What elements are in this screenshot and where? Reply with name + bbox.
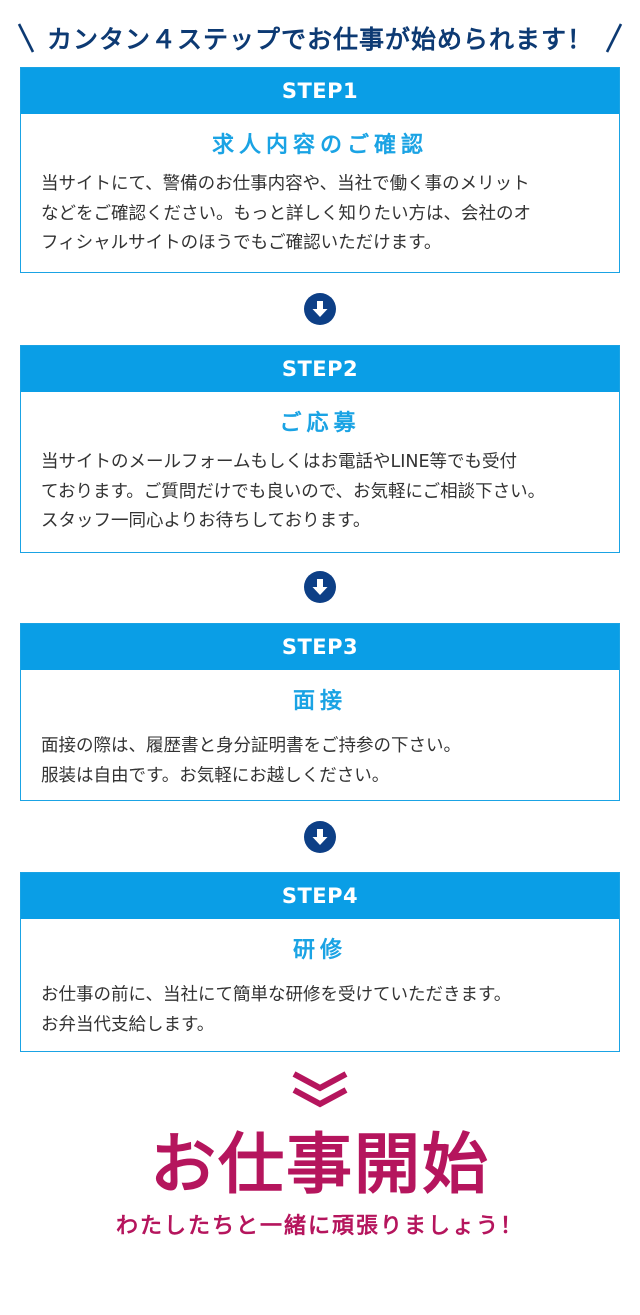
- step-label: STEP3: [21, 624, 619, 670]
- job-start-title: お仕事開始: [150, 1126, 490, 1203]
- step-card-4: STEP4 研修 お仕事の前に、当社にて簡単な研修を受けていただきます。 お弁当…: [20, 872, 620, 1052]
- job-start-subtitle: わたしたちと一緒に頑張りましょう！: [115, 1214, 524, 1239]
- description-line: 面接の際は、履歴書と身分証明書をご持参の下さい。: [41, 736, 461, 756]
- headline: カンタン４ステップでお仕事が始められます！: [0, 18, 640, 58]
- step-card-3: STEP3 面接 面接の際は、履歴書と身分証明書をご持参の下さい。 服装は自由で…: [20, 623, 620, 801]
- step-card-1: STEP1 求人内容のご確認 当サイトにて、警備のお仕事内容や、当社で働く事のメ…: [20, 67, 620, 273]
- description-line: 服装は自由です。お気軽にお越しください。: [41, 765, 390, 786]
- description-line: お弁当代支給します。: [41, 1014, 215, 1035]
- description-line: フィシャルサイトのほうでもご確認いただけます。: [41, 233, 442, 253]
- description-line: 当サイトのメールフォームもしくはお電話やLINE等でも受付: [41, 452, 518, 472]
- step-title: 求人内容のご確認: [211, 133, 428, 158]
- description-line: お仕事の前に、当社にて簡単な研修を受けていただきます。: [41, 985, 512, 1005]
- description-line: ております。ご質問だけでも良いので、お気軽にご相談下さい。: [41, 481, 546, 502]
- double-chevron-down-icon: [290, 1070, 350, 1110]
- headline-text: カンタン４ステップでお仕事が始められます！: [46, 25, 593, 54]
- step-description: 面接の際は、履歴書と身分証明書をご持参の下さい。 服装は自由です。お気軽にお越し…: [41, 732, 599, 791]
- description-line: スタッフ一同心よりお待ちしております。: [41, 511, 371, 531]
- step-label: STEP2: [21, 346, 619, 392]
- step-title: 研修: [292, 938, 347, 963]
- step-description: お仕事の前に、当社にて簡単な研修を受けていただきます。 お弁当代支給します。: [41, 981, 599, 1040]
- step-description: 当サイトのメールフォームもしくはお電話やLINE等でも受付 ております。ご質問だ…: [41, 448, 599, 537]
- step-title: 面接: [292, 689, 347, 714]
- step-description: 当サイトにて、警備のお仕事内容や、当社で働く事のメリット などをご確認ください。…: [41, 170, 599, 259]
- step-title: ご応募: [279, 411, 361, 436]
- description-line: などをご確認ください。もっと詳しく知りたい方は、会社のオ: [41, 203, 531, 224]
- down-arrow-circle-icon: [304, 571, 336, 603]
- down-arrow-circle-icon: [304, 293, 336, 325]
- step-label: STEP4: [21, 873, 619, 919]
- step-label: STEP1: [21, 68, 619, 114]
- down-arrow-circle-icon: [304, 821, 336, 853]
- backslash-decoration-icon: [17, 23, 35, 53]
- step-card-2: STEP2 ご応募 当サイトのメールフォームもしくはお電話やLINE等でも受付 …: [20, 345, 620, 553]
- slash-decoration-icon: [605, 23, 623, 53]
- description-line: 当サイトにて、警備のお仕事内容や、当社で働く事のメリット: [41, 174, 530, 194]
